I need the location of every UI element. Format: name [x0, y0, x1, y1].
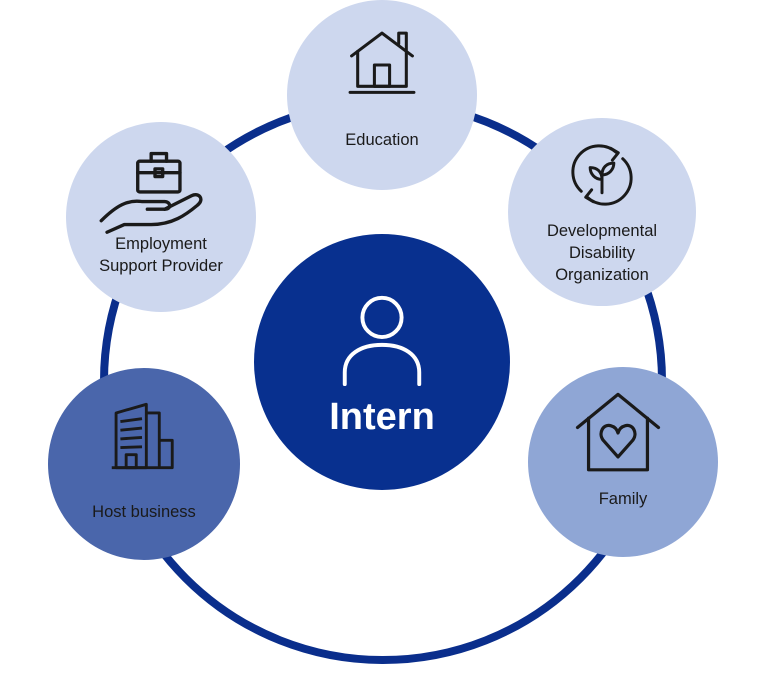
plant-cycle-icon: [571, 144, 633, 206]
employment-label-line-2: Support Provider: [99, 257, 223, 275]
employment-support-provider-node: Employment Support Provider: [66, 122, 256, 312]
education-label: Education: [345, 131, 419, 149]
developmental-label-line-1: Developmental: [546, 222, 658, 240]
employment-label-line-1: Employment: [115, 235, 207, 253]
developmental-disability-organization-node: Developmental Disability Organization: [508, 118, 696, 306]
person-icon: [342, 295, 422, 387]
developmental-label-line-2: Disability: [568, 244, 636, 262]
family-node: Family: [528, 367, 718, 557]
house-icon: [348, 31, 416, 94]
intern-center-node: Intern: [254, 234, 510, 490]
home-heart-icon: [575, 392, 661, 472]
host-business-node: Host business: [48, 368, 240, 560]
briefcase-hand-icon: [99, 151, 203, 234]
host-business-label: Host business: [92, 503, 196, 521]
education-node: Education: [287, 0, 477, 190]
office-building-icon: [111, 402, 174, 470]
intern-label: Intern: [329, 396, 435, 438]
developmental-label-line-3: Organization: [555, 266, 649, 284]
family-label: Family: [598, 490, 648, 508]
